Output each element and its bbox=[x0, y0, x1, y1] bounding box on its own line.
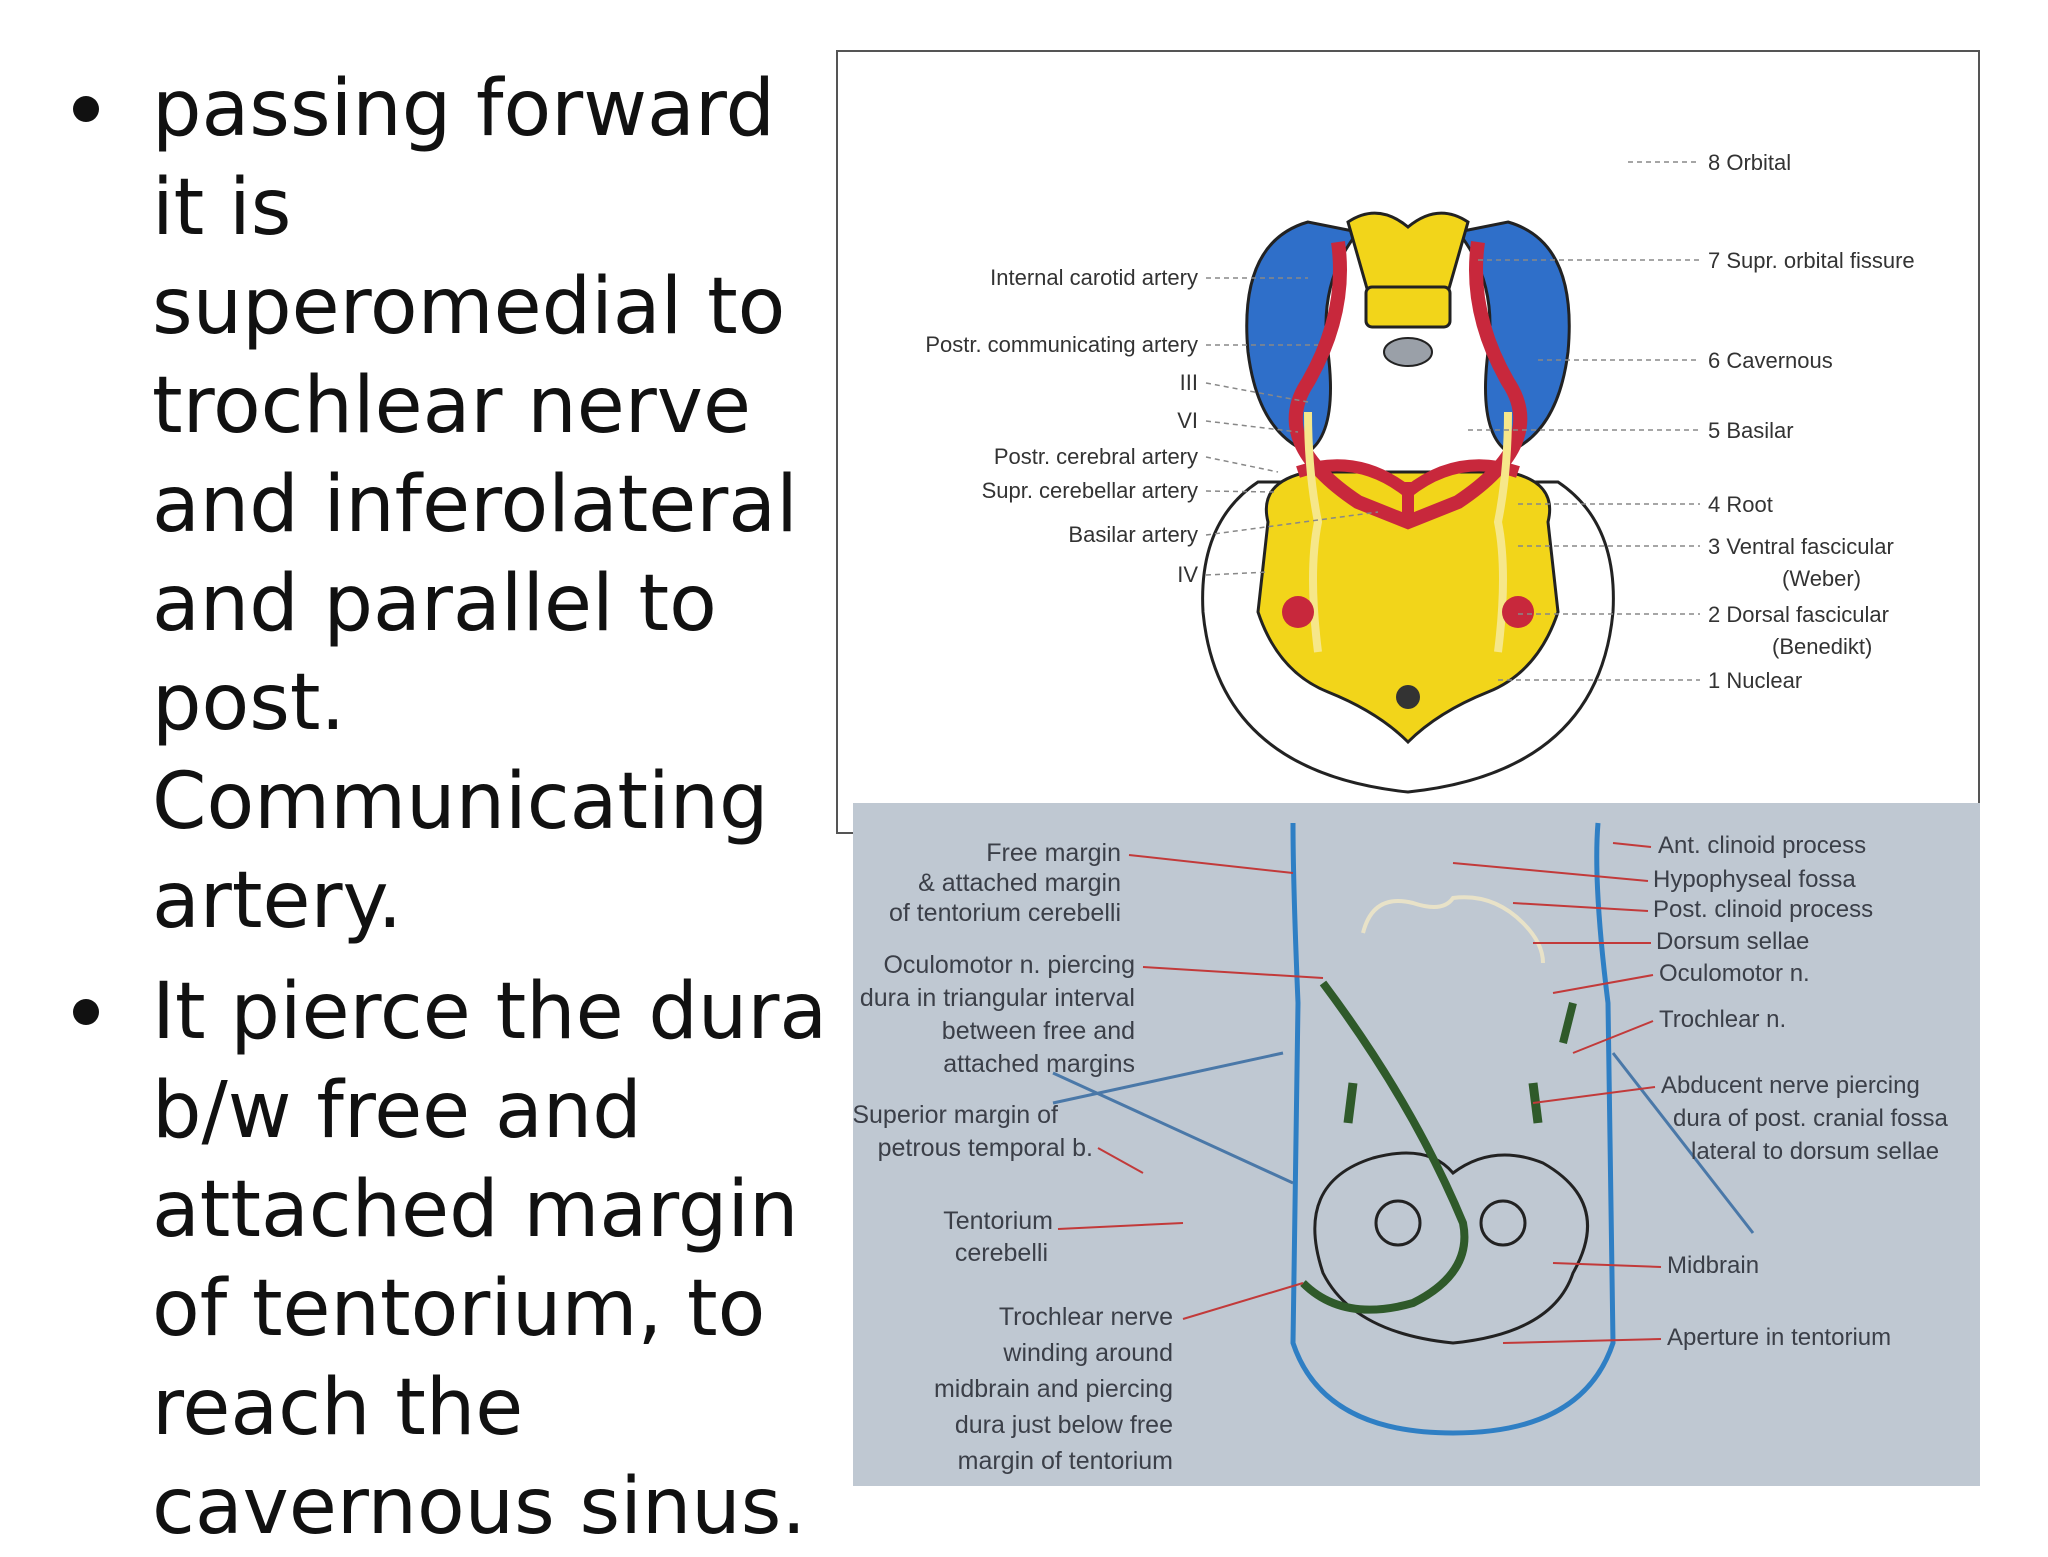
label-abducent-1: Abducent nerve piercing bbox=[1661, 1072, 1920, 1099]
pituitary-stalk bbox=[1364, 285, 1452, 329]
label-free-margin-1: Free margin bbox=[986, 839, 1121, 867]
label-oculomotor-1: Oculomotor n. piercing bbox=[883, 951, 1135, 979]
label-vi: VI bbox=[1177, 408, 1198, 433]
oculomotor-nerve-right bbox=[1493, 411, 1512, 653]
bullet-dot bbox=[73, 999, 99, 1025]
label-trochlear-1: Trochlear nerve bbox=[999, 1303, 1173, 1331]
bullet-dot bbox=[73, 96, 99, 122]
oculomotor-segments-figure: Internal carotid artery Postr. communica… bbox=[836, 50, 1980, 834]
label-internal-carotid: Internal carotid artery bbox=[990, 265, 1198, 290]
label-iii: III bbox=[1180, 370, 1198, 395]
figure1-right-labels: 8 Orbital 7 Supr. orbital fissure 6 Cave… bbox=[1708, 150, 1915, 693]
label-3-weber: (Weber) bbox=[1782, 566, 1861, 591]
red-nucleus-right bbox=[1502, 596, 1534, 628]
red-nucleus-left bbox=[1282, 596, 1314, 628]
label-3-ventral-fascicular: 3 Ventral fascicular bbox=[1708, 534, 1894, 559]
midbrain-outline bbox=[1313, 1151, 1589, 1345]
oculomotor-nerve-left bbox=[1304, 411, 1323, 653]
label-4-root: 4 Root bbox=[1708, 492, 1773, 517]
label-tentorium-2: cerebelli bbox=[955, 1239, 1048, 1267]
label-tentorium-1: Tentorium bbox=[943, 1207, 1053, 1235]
bullet-item-2: It pierce the dura b/w free and attached… bbox=[60, 963, 840, 1557]
oculomotor-diagram: Internal carotid artery Postr. communica… bbox=[925, 150, 1915, 794]
bullet-text-1: passing forward it is superomedial to tr… bbox=[152, 64, 798, 946]
cerebral-peduncle-right bbox=[1479, 1199, 1527, 1247]
petrous-ridge bbox=[1052, 1051, 1294, 1185]
trochlear-nerve-right bbox=[1559, 1002, 1577, 1044]
label-superior-margin-1: Superior margin of bbox=[853, 1101, 1058, 1129]
label-2-benedikt: (Benedikt) bbox=[1772, 634, 1872, 659]
petrous-ridge-right bbox=[1611, 1052, 1755, 1234]
label-abducent-2: dura of post. cranial fossa bbox=[1673, 1105, 1948, 1132]
label-8-orbital: 8 Orbital bbox=[1708, 150, 1791, 175]
label-aperture: Aperture in tentorium bbox=[1667, 1324, 1891, 1351]
figure2-left-pointers bbox=[1057, 854, 1324, 1320]
dorsum-sellae bbox=[1361, 895, 1545, 964]
label-trochlear-2: winding around bbox=[1002, 1339, 1173, 1367]
infundibulum bbox=[1383, 337, 1433, 367]
label-ant-clinoid: Ant. clinoid process bbox=[1658, 832, 1866, 859]
label-oculomotor-n: Oculomotor n. bbox=[1659, 960, 1810, 987]
label-6-cavernous: 6 Cavernous bbox=[1708, 348, 1833, 373]
label-2-dorsal-fascicular: 2 Dorsal fascicular bbox=[1708, 602, 1889, 627]
figure2-right-labels: Ant. clinoid process Hypophyseal fossa P… bbox=[1653, 832, 1948, 1351]
label-trochlear-4: dura just below free bbox=[955, 1411, 1173, 1439]
label-superior-margin-2: petrous temporal b. bbox=[878, 1134, 1093, 1162]
orbital-apex bbox=[1346, 211, 1470, 294]
label-oculomotor-2: dura in triangular interval bbox=[860, 984, 1135, 1012]
label-postr-cerebral: Postr. cerebral artery bbox=[994, 444, 1198, 469]
bullet-text-2: It pierce the dura b/w free and attached… bbox=[152, 967, 828, 1552]
label-abducent-3: lateral to dorsum sellae bbox=[1691, 1138, 1939, 1165]
label-supr-cerebellar: Supr. cerebellar artery bbox=[982, 478, 1198, 503]
label-basilar-artery: Basilar artery bbox=[1068, 522, 1198, 547]
tentorium-free-margin bbox=[1290, 822, 1616, 1436]
oculomotor-stumps bbox=[1343, 1082, 1543, 1124]
label-postr-communicating: Postr. communicating artery bbox=[925, 332, 1198, 357]
label-1-nuclear: 1 Nuclear bbox=[1708, 668, 1802, 693]
aqueduct bbox=[1396, 685, 1420, 709]
figure1-left-labels: Internal carotid artery Postr. communica… bbox=[925, 265, 1198, 587]
label-trochlear-5: margin of tentorium bbox=[958, 1447, 1173, 1475]
label-hypophyseal-fossa: Hypophyseal fossa bbox=[1653, 866, 1856, 893]
label-trochlear-n: Trochlear n. bbox=[1659, 1006, 1786, 1033]
label-7-supr-orbital-fissure: 7 Supr. orbital fissure bbox=[1708, 248, 1915, 273]
label-5-basilar: 5 Basilar bbox=[1708, 418, 1794, 443]
midbrain-yellow bbox=[1256, 470, 1560, 745]
label-oculomotor-3: between free and bbox=[942, 1017, 1135, 1045]
bullet-list: passing forward it is superomedial to tr… bbox=[60, 60, 840, 1557]
label-post-clinoid: Post. clinoid process bbox=[1653, 896, 1873, 923]
label-trochlear-3: midbrain and piercing bbox=[934, 1375, 1173, 1403]
tentorium-figure: Free margin & attached margin of tentori… bbox=[852, 803, 1980, 1486]
figure1-left-leaders bbox=[1205, 277, 1379, 576]
cerebral-peduncle-left bbox=[1374, 1199, 1422, 1247]
bullet-item-1: passing forward it is superomedial to tr… bbox=[60, 60, 840, 951]
trochlear-nerve-left bbox=[1300, 980, 1469, 1314]
label-free-margin-2: & attached margin bbox=[918, 869, 1121, 897]
label-midbrain: Midbrain bbox=[1667, 1252, 1759, 1279]
figure2-right-pointers bbox=[1452, 842, 1662, 1344]
figure1-right-leaders bbox=[1468, 161, 1700, 681]
label-oculomotor-4: attached margins bbox=[943, 1050, 1135, 1078]
label-free-margin-3: of tentorium cerebelli bbox=[889, 899, 1121, 927]
figure2-left-labels: Free margin & attached margin of tentori… bbox=[852, 839, 1173, 1475]
basilar-branches bbox=[1296, 459, 1520, 522]
tentorium-diagram: Free margin & attached margin of tentori… bbox=[852, 822, 1948, 1475]
label-iv: IV bbox=[1177, 562, 1198, 587]
label-dorsum-sellae: Dorsum sellae bbox=[1656, 928, 1809, 955]
